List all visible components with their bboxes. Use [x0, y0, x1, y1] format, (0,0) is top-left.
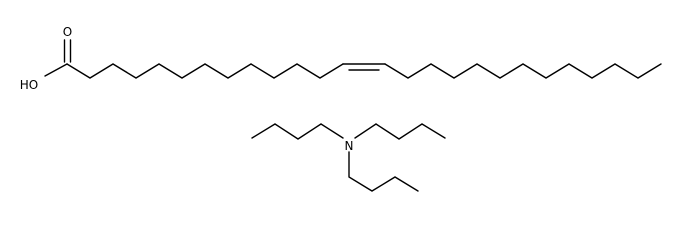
carbonyl-oxygen-label: O [63, 25, 72, 39]
butyl-chain-down [348, 151, 419, 192]
alkyl-chain-c10-c18 [384, 63, 662, 79]
butyl-chain-right [354, 123, 446, 140]
hydroxyl-bond [44, 63, 68, 77]
nitrogen-label: N [345, 139, 354, 153]
hydroxyl-label: HO [20, 78, 38, 92]
butyl-chain-left [251, 123, 344, 140]
chemical-structure-diagram: O HO N [20, 25, 662, 192]
oleic-acid-structure: O HO [20, 25, 662, 92]
alkyl-chain-c1-c9 [66, 63, 344, 79]
tributylamine-structure: N [251, 123, 446, 192]
